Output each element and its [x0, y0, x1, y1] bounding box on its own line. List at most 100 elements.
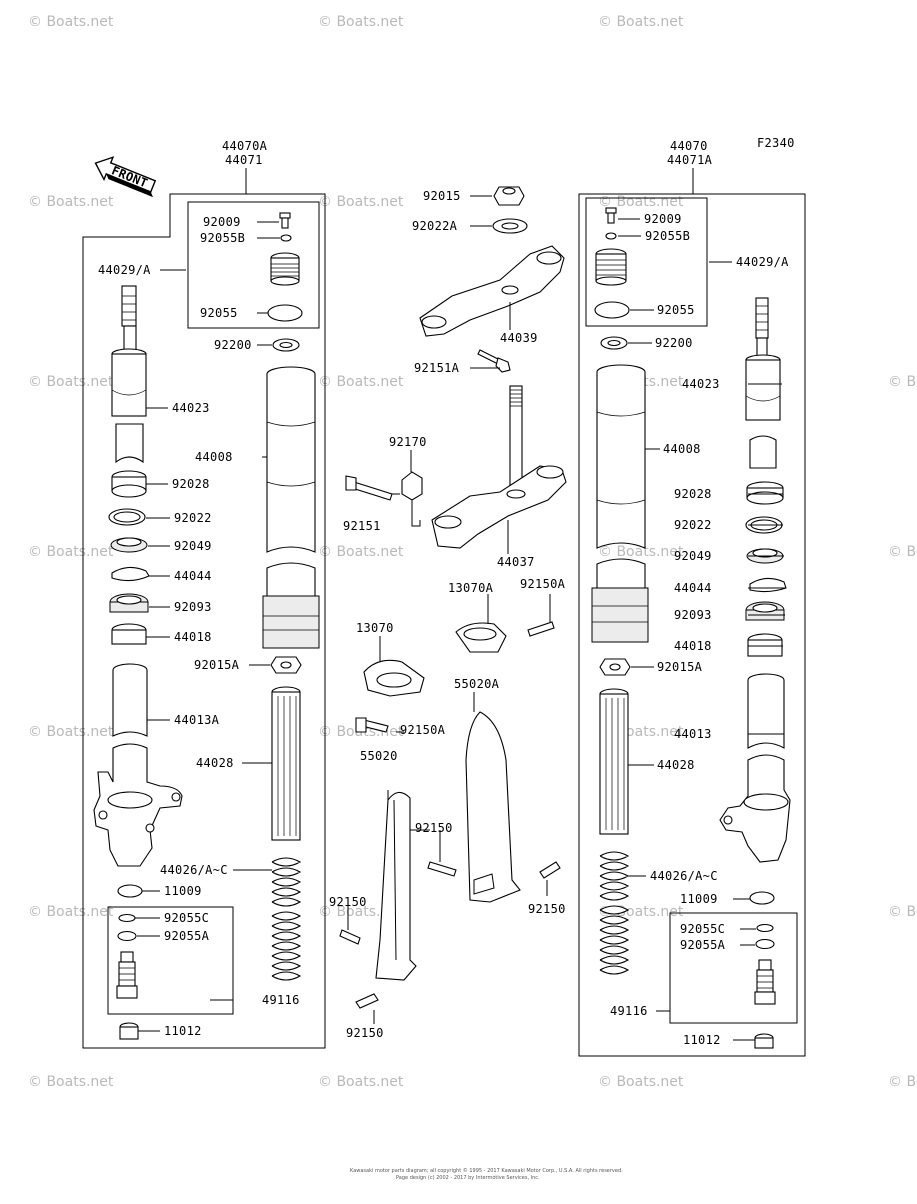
rod-sleeve-44023: [111, 353, 147, 417]
inner-tube-lower: [266, 562, 316, 597]
bolt-92151-head: [345, 475, 357, 491]
part-label: 92170: [389, 435, 427, 449]
clamp-92170-tab: [411, 500, 421, 527]
o-ring-92055b: [605, 232, 617, 240]
fork-cap-thread: [596, 259, 626, 276]
fork-cap-thread: [271, 263, 299, 277]
watermark-text: © Boats.net: [888, 374, 917, 390]
part-label: 92049: [174, 539, 212, 553]
part-label: 44023: [682, 377, 720, 391]
fork-cap-bottom: [595, 276, 627, 286]
bolt-11012: [754, 1037, 774, 1049]
watermark-text: © Boats.net: [28, 904, 114, 920]
part-label: 44028: [196, 756, 234, 770]
bolt-92150a-head: [355, 717, 367, 733]
part-label: 44028: [657, 758, 695, 772]
watermark-text: © Boats.net: [28, 194, 114, 210]
gasket-11009: [749, 891, 775, 905]
part-label: 92022: [674, 518, 712, 532]
part-label: 55020: [360, 749, 398, 763]
inner-tube-seam: [596, 411, 646, 505]
part-label: 92009: [203, 215, 241, 229]
spring-44026: [271, 857, 302, 981]
watermark-text: © Boats.net: [598, 544, 684, 560]
rod-sleeve-seam: [745, 395, 781, 402]
valve-subassembly-box: [669, 912, 798, 1024]
right-leader-lines: [618, 218, 786, 1041]
guard-clamp-ring: [376, 672, 412, 688]
bracket-clamp-left: [421, 315, 447, 329]
copyright-line: Kawasaki motor parts diagram; all copyri…: [350, 1167, 623, 1174]
fork-guard-edge: [393, 799, 397, 961]
part-label: 55020A: [454, 677, 500, 691]
upper-bracket-44039: [419, 245, 565, 337]
part-label: 13070: [356, 621, 394, 635]
part-label: 92150: [528, 902, 566, 916]
screw-92009: [279, 212, 291, 219]
watermarks: © Boats.net © Boats.net © Boats.net © Bo…: [28, 14, 917, 1090]
part-label: 44026/A~C: [650, 869, 718, 883]
bushing-bottom: [111, 484, 147, 498]
valve-49116-base: [116, 985, 138, 999]
valve-49116-base: [754, 991, 776, 1005]
outer-tube-clamp: [107, 791, 153, 809]
part-label: 92028: [674, 487, 712, 501]
watermark-text: © Boats.net: [318, 1074, 404, 1090]
inner-tube-lower: [596, 558, 646, 589]
part-label: 11009: [680, 892, 718, 906]
watermark-text: © Boats.net: [888, 544, 917, 560]
watermark-text: © Boats.net: [28, 374, 114, 390]
assembly-part-number: 44071A: [667, 153, 713, 167]
part-label: 49116: [610, 1004, 648, 1018]
protector-body: [111, 629, 147, 645]
part-label: 92055: [657, 303, 695, 317]
part-label: 92015A: [657, 660, 703, 674]
part-label: 92055B: [645, 229, 690, 243]
valve-thread: [119, 967, 135, 981]
part-label: 92150A: [400, 723, 446, 737]
assembly-part-number: 44071: [225, 153, 263, 167]
part-label: 92200: [214, 338, 252, 352]
part-label: 92055A: [680, 938, 726, 952]
bolt-92150a-top: [527, 621, 555, 637]
cap-subassembly-box: [585, 197, 708, 327]
diagram-code: F2340: [757, 136, 795, 150]
right-assembly: 44070 44071A: [578, 139, 806, 1057]
watermark-text: © Boats.net: [318, 194, 404, 210]
valve-subassembly-box: [107, 906, 234, 1015]
part-label: 92028: [172, 477, 210, 491]
part-label: 44037: [497, 555, 535, 569]
assembly-part-number: 44070A: [222, 139, 268, 153]
part-label: 92200: [655, 336, 693, 350]
washer-hole: [501, 222, 519, 230]
copyright-line: Page design (c) 2002 - 2017 by Intermoti…: [396, 1175, 540, 1181]
bracket-stem-hole: [501, 285, 519, 295]
part-label: 44008: [663, 442, 701, 456]
part-label: 13070A: [448, 581, 494, 595]
o-ring-92055: [594, 301, 630, 319]
center-parts: 92015 92022A 44039 92151A 92170 92151 44…: [329, 186, 567, 1040]
lower-clamp-right: [536, 465, 564, 479]
bolt-92151a-head: [495, 357, 511, 373]
part-label: 92150: [415, 821, 453, 835]
inner-tube-seam: [266, 421, 316, 487]
part-label: 92022: [174, 511, 212, 525]
fork-guard-55020a: [465, 711, 521, 903]
part-label: 44018: [174, 630, 212, 644]
caliper-mount: [171, 792, 181, 802]
watermark-text: © Boats.net: [318, 374, 404, 390]
part-label: 92015A: [194, 658, 240, 672]
protector-body: [747, 639, 783, 657]
valve-49116-top: [120, 951, 134, 963]
part-label: 92055C: [680, 922, 725, 936]
bracket-clamp-right: [536, 251, 562, 265]
fork-guard-55020: [375, 791, 417, 981]
stem-base: [506, 489, 526, 499]
cap-subassembly-box: [187, 201, 320, 329]
stem-nut-92015: [493, 186, 525, 206]
part-label: 44044: [674, 581, 712, 595]
part-label: 49116: [262, 993, 300, 1007]
part-label: 92150: [329, 895, 367, 909]
stem-nut-hole: [502, 187, 516, 195]
